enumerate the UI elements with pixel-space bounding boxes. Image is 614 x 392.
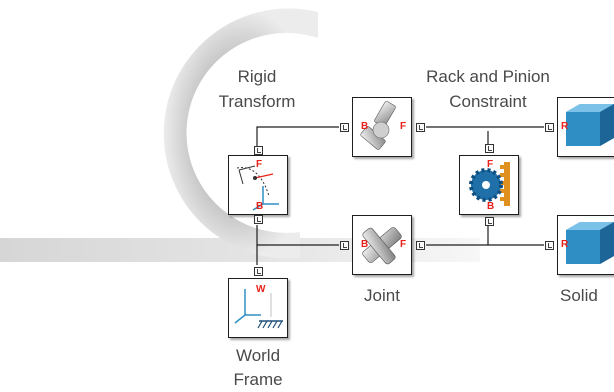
rigid-transform-label-line2: Transform (218, 92, 296, 111)
joint-port-b-letter: B (361, 239, 369, 250)
rack-pinion-block[interactable]: F B (459, 144, 519, 226)
solid-port-r[interactable] (545, 241, 554, 250)
rack-pinion-port-f[interactable] (485, 144, 494, 153)
joint-port-f-letter: F (400, 239, 407, 250)
rigid-transform-port-b-letter: B (256, 201, 264, 212)
line-rigid-to-joint (256, 225, 339, 246)
joint-port-f[interactable] (416, 241, 425, 250)
joint-port-b[interactable] (340, 241, 349, 250)
top-solid-port-r-letter: R (561, 121, 569, 132)
rack-pinion-port-b[interactable] (485, 217, 494, 226)
top-solid-port-r[interactable] (545, 123, 554, 132)
top-solid-block[interactable]: R (545, 97, 614, 157)
rigid-transform-port-b[interactable] (254, 215, 263, 224)
prismatic-joint-icon (362, 227, 402, 265)
joint-label: Joint (364, 286, 400, 305)
top-revolute-joint-block[interactable]: B F (340, 97, 425, 157)
top-joint-port-b[interactable] (340, 123, 349, 132)
joint-block[interactable]: B F (340, 215, 425, 275)
rack-pinion-port-b-letter: B (487, 201, 495, 212)
world-frame-port-w[interactable] (254, 267, 263, 276)
world-frame-icon (234, 289, 283, 329)
top-joint-port-f-letter: F (400, 121, 407, 132)
solid-port-r-letter: R (561, 239, 569, 250)
top-joint-port-b-letter: B (361, 121, 369, 132)
solid-cube-icon (566, 222, 614, 264)
rack-pinion-label-line2: Constraint (449, 92, 527, 111)
world-frame-label-line1: World (235, 346, 281, 365)
rigid-transform-block[interactable]: F B (228, 146, 288, 224)
rigid-transform-port-f[interactable] (254, 146, 263, 155)
rack-pinion-port-f-letter: F (487, 159, 494, 170)
revolute-joint-icon (360, 101, 396, 150)
rigid-transform-port-f-letter: F (256, 159, 263, 170)
solid-block[interactable]: R (545, 215, 614, 275)
world-frame-port-w-letter: W (256, 284, 266, 295)
solid-cube-icon (566, 104, 614, 146)
rigid-transform-label-line1: Rigid (237, 67, 277, 86)
top-joint-port-f[interactable] (416, 123, 425, 132)
world-frame-label-line2: Frame (233, 370, 283, 389)
line-rigid-to-top-joint (256, 126, 339, 146)
rack-pinion-label-line1: Rack and Pinion (426, 67, 550, 86)
solid-label: Solid (560, 286, 598, 305)
gear-rack-icon (469, 162, 510, 206)
rigid-transform-icon (236, 165, 279, 211)
world-frame-block[interactable]: W (228, 267, 288, 338)
